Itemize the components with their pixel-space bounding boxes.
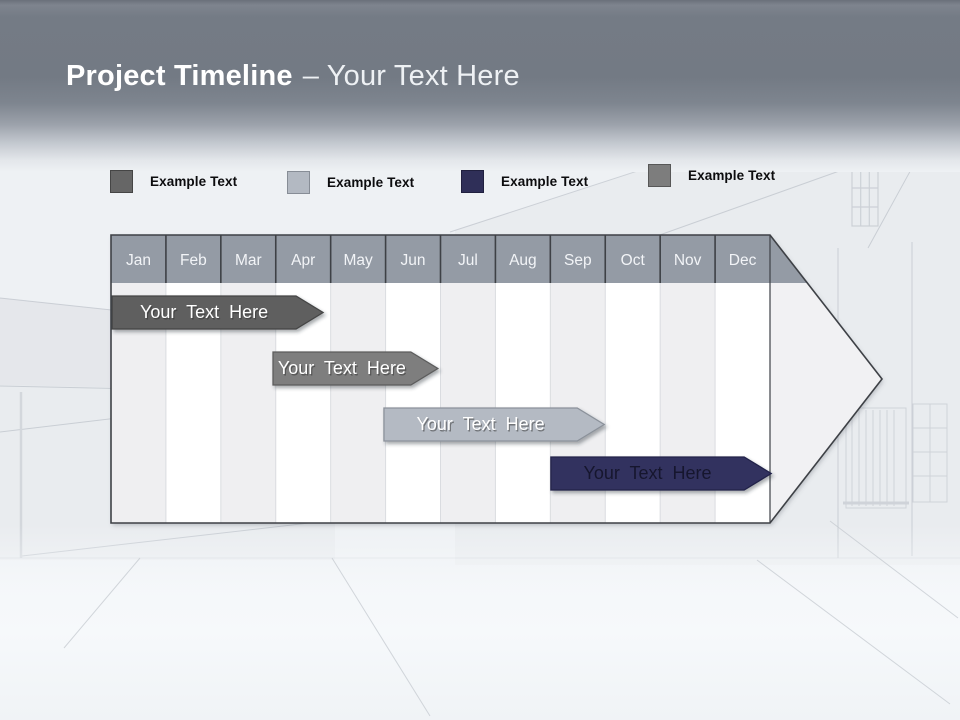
legend-swatch-medium-gray	[648, 164, 671, 187]
month-label: Aug	[509, 252, 537, 269]
month-column	[330, 283, 386, 523]
month-label: Nov	[674, 252, 702, 269]
timeline-bar-label-shadow: Your Text Here	[279, 359, 407, 379]
month-label: Jul	[458, 252, 478, 269]
legend-item-1: Example Text	[110, 170, 237, 193]
legend-item-2: Example Text	[287, 171, 414, 194]
legend-label: Example Text	[501, 174, 589, 189]
month-label: Apr	[291, 252, 315, 269]
month-label: Oct	[621, 252, 646, 269]
month-column	[385, 283, 441, 523]
timeline-bar-label-shadow: Your Text Here	[418, 415, 546, 435]
timeline-bar-label-shadow: Your Text Here	[141, 303, 269, 323]
legend-item-4: Example Text	[648, 164, 775, 187]
month-label: Jun	[401, 252, 426, 269]
month-label: Feb	[180, 252, 207, 269]
legend-label: Example Text	[150, 174, 238, 189]
legend-swatch-navy	[461, 170, 484, 193]
month-column	[440, 283, 496, 523]
slide-title-main: Project Timeline	[66, 60, 293, 92]
timeline-bar-label: Your Text Here	[583, 463, 711, 483]
timeline-bar-2	[272, 351, 440, 386]
legend-label: Example Text	[327, 175, 415, 190]
month-column	[495, 283, 551, 523]
legend-swatch-dark-gray	[110, 170, 133, 193]
timeline-bar-label: Your Text Here	[417, 414, 545, 434]
month-header-band	[111, 235, 882, 283]
month-labels: Jan Feb Mar Apr May Jun Jul Aug Sep Oct Nov Dec	[126, 252, 757, 269]
timeline-bar-label: Your Text Here	[140, 302, 268, 322]
timeline-bar-3	[383, 407, 606, 442]
legend-swatch-light-gray	[287, 171, 310, 194]
timeline-arrow-outline	[110, 234, 884, 524]
legend-item-3: Example Text	[461, 170, 588, 193]
month-label: Mar	[235, 252, 262, 269]
month-label: May	[343, 252, 373, 269]
month-label: Jan	[126, 252, 151, 269]
slide-title-sub: – Your Text Here	[302, 60, 520, 92]
slide-title: Project Timeline – Your Text Here	[66, 60, 520, 93]
legend-label: Example Text	[688, 168, 776, 183]
title-band: Project Timeline – Your Text Here	[0, 0, 960, 172]
header-separators	[165, 235, 771, 523]
side-windows	[843, 403, 948, 509]
reflection-lines	[63, 520, 959, 717]
timeline-bar-1	[111, 295, 325, 330]
month-label: Sep	[564, 252, 592, 269]
timeline-bar-label: Your Text Here	[278, 358, 406, 378]
month-label: Dec	[729, 252, 757, 269]
timeline-bar-4	[550, 456, 773, 491]
